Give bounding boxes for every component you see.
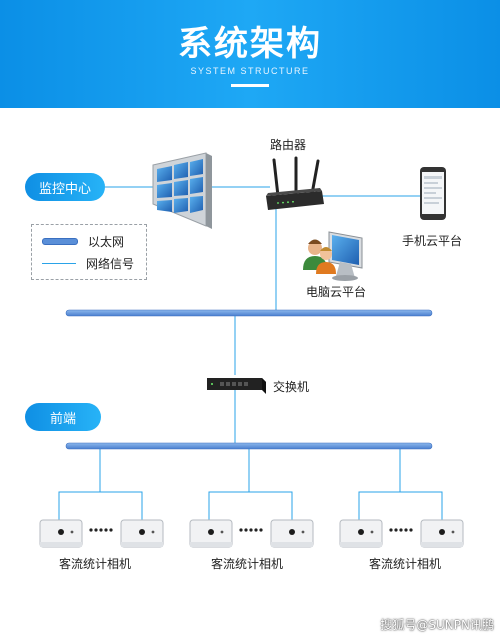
- people-counting-camera-icon: [120, 519, 164, 548]
- router-label: 路由器: [270, 138, 307, 152]
- page-title: 系统架构: [178, 24, 322, 64]
- header-banner: 系统架构 SYSTEM STRUCTURE: [0, 0, 500, 108]
- ethernet-bus-bottom: [65, 442, 433, 450]
- camera-group-1-label: 客流统计相机: [59, 557, 132, 571]
- legend-label-network-signal: 网络信号: [86, 257, 135, 271]
- ellipsis-dots: [239, 528, 263, 532]
- video-wall-icon: [152, 152, 212, 229]
- signal-lines: [58, 186, 443, 520]
- camera-group-3-lines: [358, 491, 443, 520]
- camera-group-2-lines: [208, 491, 293, 520]
- legend-label-ethernet: 以太网: [88, 235, 125, 249]
- ethernet-bus-top: [65, 309, 433, 317]
- people-counting-camera-icon: [39, 519, 83, 548]
- camera-group-3: [339, 519, 464, 548]
- camera-group-1-lines: [58, 491, 143, 520]
- ethernet-swatch: [42, 238, 78, 245]
- people-counting-camera-icon: [270, 519, 314, 548]
- title-underline: [231, 84, 269, 87]
- camera-group-2: [189, 519, 314, 548]
- network-switch-icon: [207, 378, 266, 394]
- monitor-center-pill: 监控中心: [25, 173, 105, 201]
- smartphone-icon: [420, 167, 446, 220]
- pc-with-users-icon: [303, 231, 363, 281]
- front-end-pill: 前端: [25, 403, 101, 431]
- router-icon: [266, 156, 324, 210]
- people-counting-camera-icon: [339, 519, 383, 548]
- page-subtitle: SYSTEM STRUCTURE: [190, 66, 310, 76]
- camera-group-2-label: 客流统计相机: [211, 557, 284, 571]
- legend-item-network-signal: 网络信号: [42, 255, 134, 272]
- legend-item-ethernet: 以太网: [42, 233, 124, 250]
- legend: 以太网 网络信号: [31, 224, 147, 280]
- people-counting-camera-icon: [189, 519, 233, 548]
- ellipsis-dots: [389, 528, 413, 532]
- people-counting-camera-icon: [420, 519, 464, 548]
- watermark: 搜狐号@SUNPN讯鹏: [380, 618, 494, 632]
- camera-group-3-label: 客流统计相机: [369, 557, 442, 571]
- signal-swatch: [42, 263, 76, 264]
- pc-cloud-label: 电脑云平台: [306, 285, 367, 299]
- camera-group-1: [39, 519, 164, 548]
- switch-label: 交换机: [273, 380, 310, 394]
- ellipsis-dots: [89, 528, 113, 532]
- mobile-cloud-label: 手机云平台: [402, 234, 463, 248]
